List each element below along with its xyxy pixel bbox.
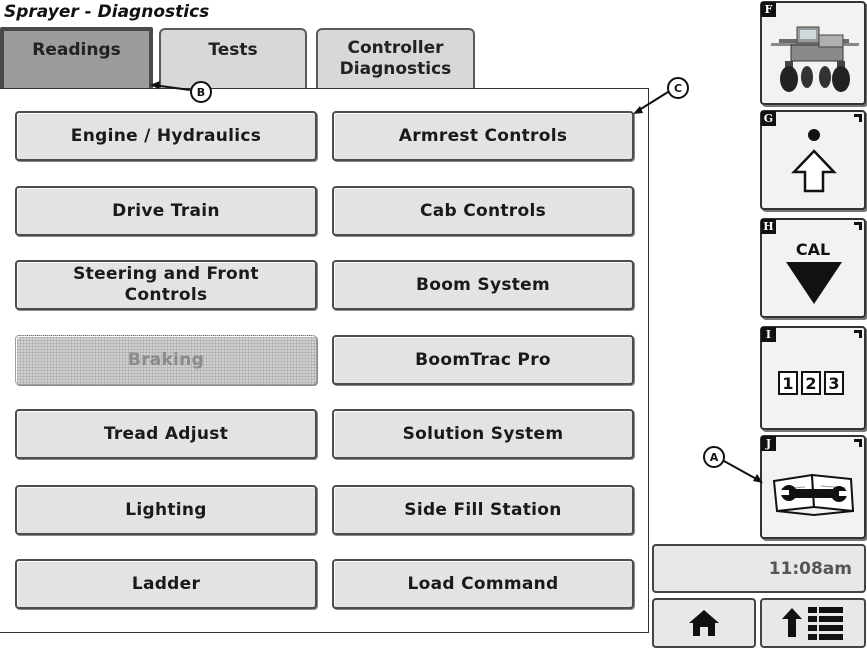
steering-front-controls-button[interactable]: Steering and Front Controls	[15, 260, 317, 310]
up-arrow-menu-icon	[782, 607, 843, 640]
window-title: Sprayer - Diagnostics	[4, 2, 210, 22]
cab-controls-button[interactable]: Cab Controls	[332, 186, 634, 236]
digit-box: 2	[801, 371, 821, 395]
calibration-triangle-icon	[786, 262, 842, 304]
wrench-manual-icon	[772, 473, 855, 517]
softkey-g-label: G	[761, 111, 776, 126]
clock-display: 11:08am	[652, 544, 866, 593]
callout-a: A	[703, 446, 725, 468]
softkey-f-label: F	[761, 2, 776, 17]
corner-indicator-icon	[854, 114, 862, 122]
tread-adjust-button[interactable]: Tread Adjust	[15, 409, 317, 459]
lighting-button[interactable]: Lighting	[15, 485, 317, 535]
side-fill-station-button[interactable]: Side Fill Station	[332, 485, 634, 535]
softkey-h-label: H	[761, 219, 776, 234]
drive-train-button[interactable]: Drive Train	[15, 186, 317, 236]
ladder-button[interactable]: Ladder	[15, 559, 317, 609]
home-icon	[689, 610, 719, 636]
armrest-controls-button[interactable]: Armrest Controls	[332, 111, 634, 161]
tab-readings-label: Readings	[32, 40, 121, 60]
tab-tests[interactable]: Tests	[159, 28, 307, 88]
digit-box: 3	[824, 371, 844, 395]
tab-readings[interactable]: Readings	[0, 27, 153, 94]
numeric-display-icon: 1 2 3	[778, 371, 844, 395]
load-command-button[interactable]: Load Command	[332, 559, 634, 609]
cal-label: CAL	[795, 240, 831, 259]
braking-button[interactable]: Braking	[15, 335, 317, 385]
softkey-f-sprayer[interactable]: F	[760, 1, 866, 105]
corner-indicator-icon	[854, 439, 862, 447]
tab-controller-diagnostics-label: Controller Diagnostics	[339, 38, 452, 79]
boomtrac-pro-button[interactable]: BoomTrac Pro	[332, 335, 634, 385]
sprayer-machine-icon	[771, 26, 859, 92]
boom-system-button[interactable]: Boom System	[332, 260, 634, 310]
softkey-i-numeric[interactable]: I 1 2 3	[760, 326, 866, 430]
up-arrow-icon	[791, 129, 837, 193]
engine-hydraulics-button[interactable]: Engine / Hydraulics	[15, 111, 317, 161]
softkey-h-cal[interactable]: H CAL	[760, 218, 866, 318]
corner-indicator-icon	[854, 330, 862, 338]
softkey-i-label: I	[761, 327, 776, 342]
tab-controller-diagnostics[interactable]: Controller Diagnostics	[316, 28, 475, 88]
digit-box: 1	[778, 371, 798, 395]
corner-indicator-icon	[854, 222, 862, 230]
menu-button[interactable]	[760, 598, 866, 648]
tab-tests-label: Tests	[208, 39, 258, 60]
softkey-j-label: J	[761, 436, 776, 451]
softkey-j-service[interactable]: J	[760, 435, 866, 539]
callout-b: B	[190, 81, 212, 103]
softkey-g-up[interactable]: G	[760, 110, 866, 210]
solution-system-button[interactable]: Solution System	[332, 409, 634, 459]
home-button[interactable]	[652, 598, 756, 648]
callout-c: C	[667, 77, 689, 99]
